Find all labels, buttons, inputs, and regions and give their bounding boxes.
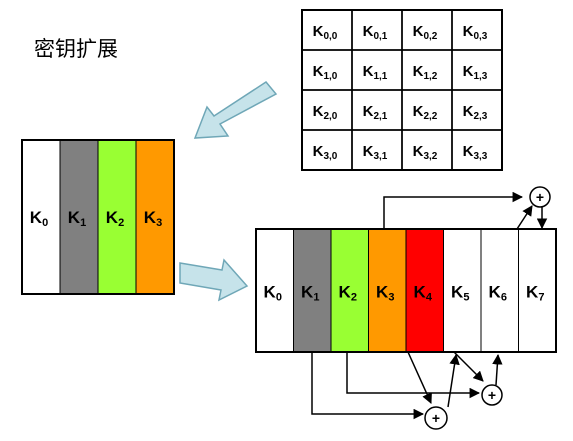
expanded-word-cell bbox=[368, 228, 407, 353]
expanded-word-cell bbox=[293, 228, 332, 353]
xor-node-top: + bbox=[529, 186, 551, 208]
diagram-title: 密钥扩展 bbox=[34, 37, 118, 61]
matrix-cell-label: K3,2 bbox=[413, 143, 438, 162]
key-word-cell bbox=[21, 139, 61, 295]
matrix-cell-label: K1,2 bbox=[413, 63, 438, 82]
matrix-cell-label: K0,1 bbox=[363, 23, 388, 42]
expanded-word-label: K3 bbox=[376, 283, 394, 304]
key-word-label: K1 bbox=[68, 208, 86, 229]
xor-symbol: + bbox=[488, 387, 496, 403]
expanded-word-label: K2 bbox=[339, 283, 357, 304]
arrow-words-to-expanded bbox=[179, 258, 249, 302]
xor-symbol: + bbox=[432, 410, 440, 426]
matrix-cell-label: K2,2 bbox=[413, 103, 438, 122]
matrix-cell-label: K0,2 bbox=[413, 23, 438, 42]
matrix-cell-label: K0,0 bbox=[313, 23, 338, 42]
xor-symbol: + bbox=[536, 189, 544, 205]
expanded-block-border bbox=[255, 228, 557, 353]
expanded-word-cell bbox=[255, 228, 294, 353]
matrix-cell-label: K1,0 bbox=[313, 63, 338, 82]
expanded-word-label: K6 bbox=[489, 283, 507, 304]
xor-connections bbox=[311, 191, 548, 420]
matrix-cell-label: K3,0 bbox=[313, 143, 338, 162]
matrix-cell-label: K2,1 bbox=[363, 103, 388, 122]
matrix-cell-label: K1,3 bbox=[463, 63, 488, 82]
expanded-word-cell bbox=[330, 228, 369, 353]
expanded-word-label: K1 bbox=[301, 283, 319, 304]
initial-block-border bbox=[21, 139, 175, 295]
expanded-word-label: K0 bbox=[264, 283, 282, 304]
expanded-word-label: K5 bbox=[451, 283, 469, 304]
key-word-cell bbox=[135, 139, 175, 295]
expanded-word-label: K7 bbox=[526, 283, 544, 304]
key-word-label: K0 bbox=[30, 208, 48, 229]
key-word-cell bbox=[97, 139, 137, 295]
expanded-word-label: K4 bbox=[414, 283, 433, 304]
key-word-label: K3 bbox=[144, 208, 162, 229]
matrix-cell-label: K3,3 bbox=[463, 143, 488, 162]
xor-node-bottom-left: + bbox=[424, 406, 448, 430]
matrix-cell-label: K2,0 bbox=[313, 103, 338, 122]
initial-key-words: K0 K1 K2 K3 bbox=[21, 139, 175, 295]
key-word-label: K2 bbox=[106, 208, 124, 229]
xor-node-bottom-right: + bbox=[481, 384, 503, 406]
key-matrix: K0,0 K0,1 K0,2 K0,3K1,0 K1,1 K1,2 K1,3K2,0 K2,1… bbox=[301, 9, 503, 171]
matrix-cell bbox=[451, 129, 503, 171]
arrow-matrix-to-words bbox=[193, 81, 278, 139]
matrix-cell-label: K0,3 bbox=[463, 23, 488, 42]
expanded-key-words: K0 K1 K2 K3 K4 K5 K6 K7 bbox=[255, 228, 557, 353]
matrix-cell-label: K1,1 bbox=[363, 63, 388, 82]
matrix-cell-label: K3,1 bbox=[363, 143, 388, 162]
matrix-cell-label: K2,3 bbox=[463, 103, 488, 122]
